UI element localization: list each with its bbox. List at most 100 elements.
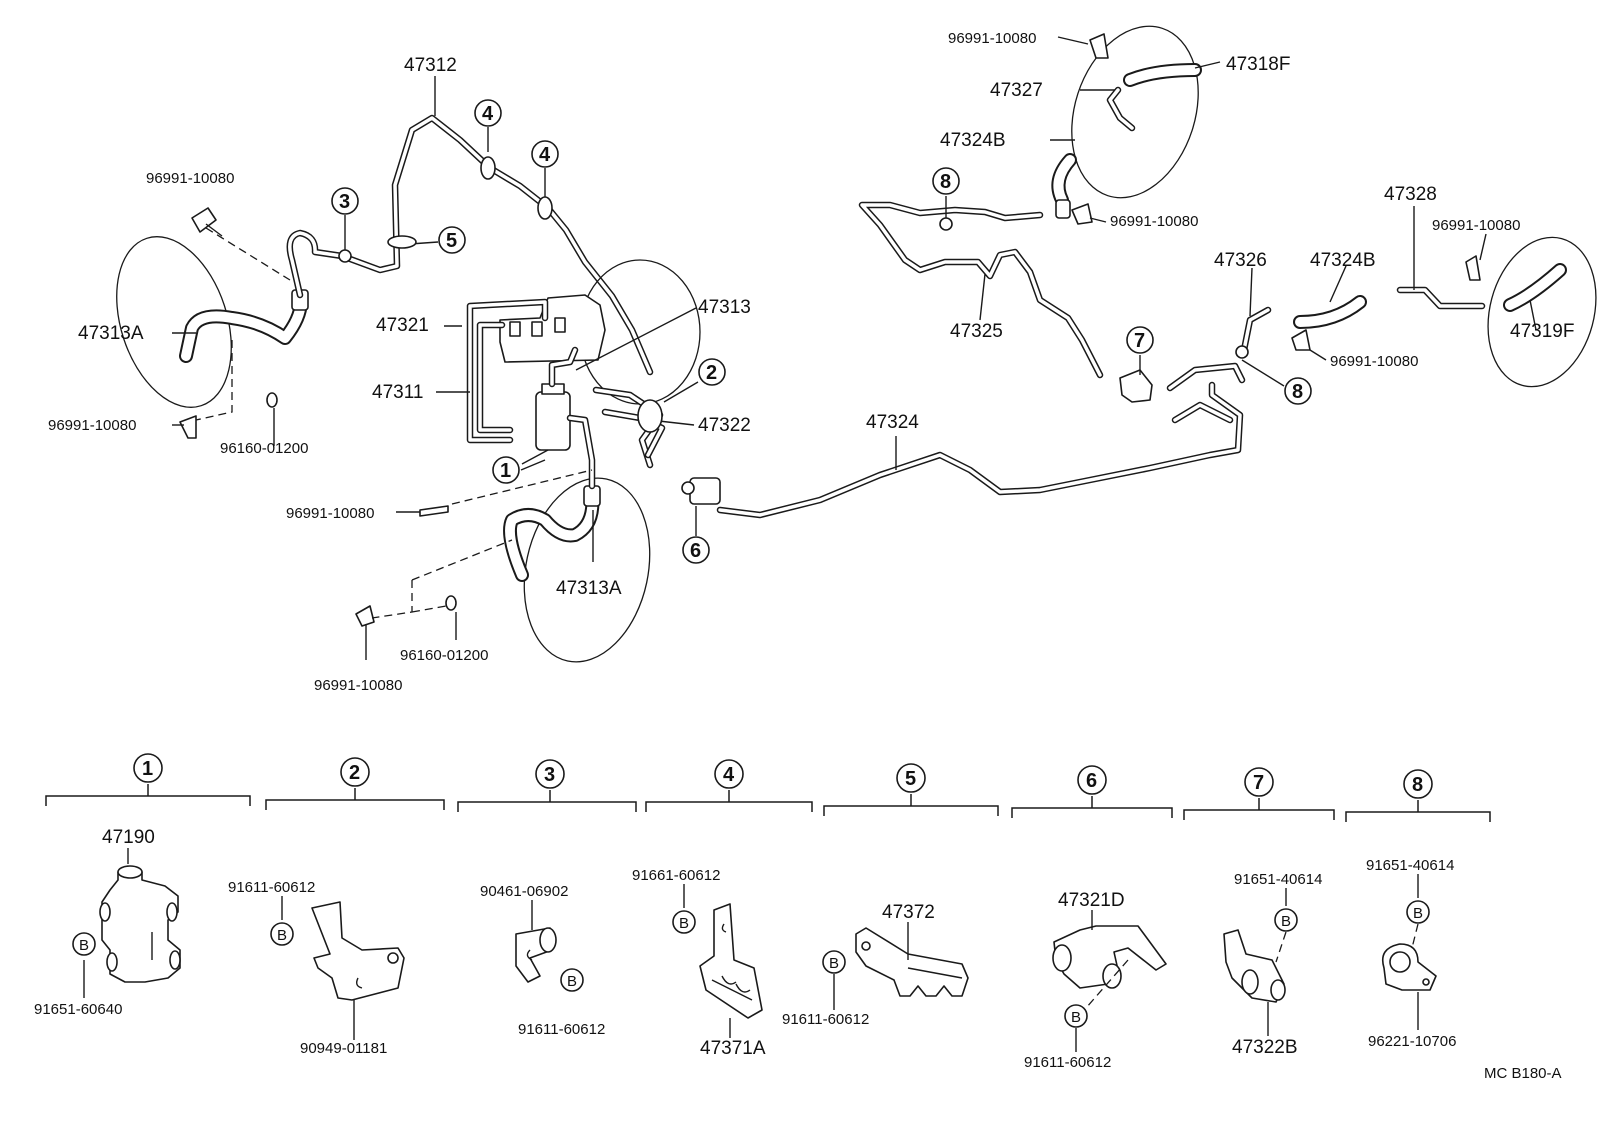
rear-right-hose-47324b — [1293, 295, 1367, 329]
svg-text:B: B — [1413, 905, 1423, 922]
svg-text:B: B — [829, 955, 839, 972]
label-47371a: 47371A — [700, 1038, 766, 1059]
label-47328: 47328 — [1384, 184, 1437, 205]
brake-line-47324 — [681, 381, 1244, 519]
bolt-marker: B — [72, 932, 96, 956]
label-47372: 47372 — [882, 902, 935, 923]
label-96221-10706: 96221-10706 — [1368, 1033, 1456, 1050]
svg-text:8: 8 — [1292, 381, 1303, 403]
group-number-6: 6 — [1077, 765, 1107, 795]
group-number-1: 1 — [133, 753, 163, 783]
label-47321d: 47321D — [1058, 890, 1125, 911]
label-47313a-bottom: 47313A — [556, 578, 622, 599]
label-47322b: 47322B — [1232, 1037, 1298, 1058]
bolt-marker: B — [1064, 1004, 1088, 1028]
marker-8b: 8 — [1284, 377, 1312, 405]
master-cylinder — [499, 259, 701, 405]
svg-text:3: 3 — [339, 191, 350, 213]
clip-icon — [179, 33, 1481, 627]
label-91611-60612-g5: 91611-60612 — [782, 1011, 869, 1028]
bolt-marker: B — [672, 910, 696, 934]
brake-line-47321 — [466, 298, 549, 444]
label-96991-mid: 96991-10080 — [286, 505, 374, 522]
brake-line-47312 — [286, 114, 654, 376]
label-96991-right: 96991-10080 — [1432, 217, 1520, 234]
label-47326: 47326 — [1214, 250, 1267, 271]
svg-text:6: 6 — [1086, 770, 1097, 792]
svg-text:B: B — [1071, 1009, 1081, 1026]
pipe-clamp-marks — [338, 156, 1249, 433]
label-91611-60612-g2: 91611-60612 — [228, 879, 315, 896]
marker-7: 7 — [1126, 326, 1154, 354]
svg-text:2: 2 — [349, 762, 360, 784]
group-number-4: 4 — [714, 759, 744, 789]
leader-lines — [172, 36, 1537, 660]
label-47321: 47321 — [376, 315, 429, 336]
svg-text:3: 3 — [544, 764, 555, 786]
group-number-7: 7 — [1244, 767, 1274, 797]
svg-text:8: 8 — [940, 171, 951, 193]
marker-8a: 8 — [932, 167, 960, 195]
rear-three-way-union — [1119, 362, 1246, 424]
alignment-line — [371, 580, 413, 619]
front-left-drum-outline — [116, 236, 232, 408]
label-96160-bottom-left: 96160-01200 — [400, 647, 488, 664]
marker-1: 1 — [492, 456, 520, 484]
label-96991-top-right: 96991-10080 — [948, 30, 1036, 47]
label-96991-mid-right: 96991-10080 — [1110, 213, 1198, 230]
brake-line-47326 — [1240, 306, 1272, 354]
marker-4a: 4 — [474, 99, 502, 127]
label-47311: 47311 — [372, 382, 423, 403]
alignment-line — [205, 227, 291, 281]
label-96991-far-right: 96991-10080 — [1330, 353, 1418, 370]
label-47324b-right: 47324B — [1310, 250, 1376, 271]
label-90949-01181: 90949-01181 — [300, 1040, 387, 1057]
part-47322b-union — [1223, 929, 1286, 1003]
label-91651-40614-g8: 91651-40614 — [1366, 857, 1454, 874]
rear-right-hose-47319f — [1503, 263, 1567, 312]
rear-left-hose-47318f — [1106, 63, 1202, 132]
marker-6: 6 — [682, 536, 710, 564]
alignment-line — [411, 605, 447, 613]
label-47319f: 47319F — [1510, 321, 1574, 342]
part-96221-10706-clamp — [1381, 943, 1437, 991]
part-90461-06902-clamp — [515, 927, 557, 983]
marker-4b: 4 — [531, 140, 559, 168]
label-47313a-left: 47313A — [78, 323, 144, 344]
label-96991-bottom-left: 96991-10080 — [314, 677, 402, 694]
rear-left-hose-47324b — [1051, 153, 1077, 219]
brake-line-47325 — [858, 201, 1104, 379]
clip-ring-icon — [266, 392, 278, 408]
svg-text:1: 1 — [500, 460, 511, 482]
svg-text:B: B — [679, 915, 689, 932]
svg-text:2: 2 — [706, 362, 717, 384]
front-left-hose-47313a — [179, 289, 309, 363]
label-47312: 47312 — [404, 55, 457, 76]
bolt-marker: B — [822, 950, 846, 974]
label-91611-60612-g6: 91611-60612 — [1024, 1054, 1111, 1071]
part-90949-01181-bracket — [311, 901, 405, 1001]
label-47324: 47324 — [866, 412, 919, 433]
alignment-line — [451, 469, 593, 505]
marker-3: 3 — [331, 187, 359, 215]
label-47325: 47325 — [950, 321, 1003, 342]
svg-text:6: 6 — [690, 540, 701, 562]
bolt-marker: B — [560, 968, 584, 992]
group-number-8: 8 — [1403, 769, 1433, 799]
svg-text:B: B — [567, 973, 577, 990]
svg-text:B: B — [79, 937, 89, 954]
bolt-marker: B — [1274, 908, 1298, 932]
svg-text:4: 4 — [482, 103, 494, 125]
group-brackets — [45, 784, 1491, 822]
label-90461-06902: 90461-06902 — [480, 883, 568, 900]
rear-right-drum-outline — [1487, 236, 1597, 388]
front-right-drum-outline — [523, 477, 651, 663]
svg-text:4: 4 — [539, 144, 551, 166]
diagram-code: MC B180-A — [1484, 1065, 1562, 1082]
label-47318f: 47318F — [1226, 54, 1290, 75]
svg-text:4: 4 — [723, 764, 735, 786]
part-47190-valve — [99, 865, 181, 983]
label-96160-left: 96160-01200 — [220, 440, 308, 457]
svg-text:B: B — [1281, 913, 1291, 930]
